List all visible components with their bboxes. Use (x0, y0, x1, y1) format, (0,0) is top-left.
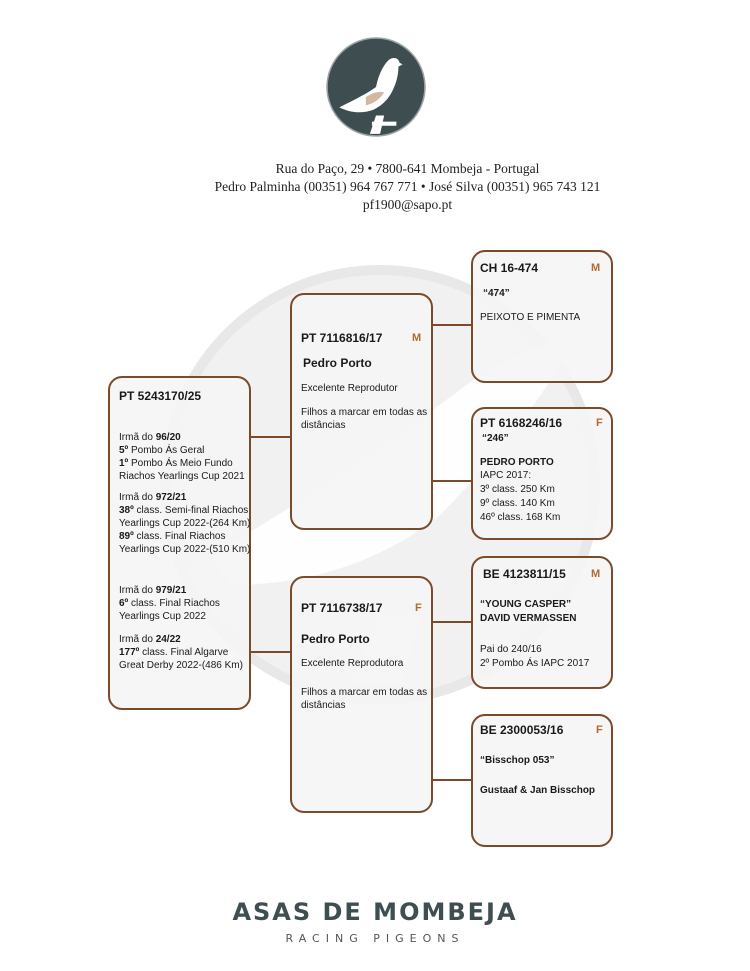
dam-dam-sex: F (596, 724, 603, 736)
sibling-result-text: Riachos Yearlings Cup 2021 (119, 471, 245, 482)
sibling-header: Irmã do 979/21 (119, 584, 186, 597)
sire-ring: PT 7116816/17 (301, 331, 383, 345)
sire-dam-result-3: 9º class. 140 Km (480, 498, 555, 509)
dam-sire-breeder: DAVID VERMASSEN (480, 613, 577, 624)
sibling-result-text: Yearlings Cup 2022-(264 Km) (119, 518, 251, 529)
dam-sire-card: BE 4123811/15 M “YOUNG CASPER” DAVID VER… (471, 556, 613, 689)
sibling-result-line: Yearlings Cup 2022 (119, 610, 206, 623)
sire-note-1: Filhos a marcar em todas as (301, 407, 428, 418)
sire-dam-name: “246” (482, 433, 509, 444)
sire-dam-result-1: IAPC 2017: (480, 470, 532, 481)
sire-dam-breeder: PEDRO PORTO (480, 457, 554, 468)
sire-note-2: distâncias (301, 420, 346, 431)
sibling-result-text: Yearlings Cup 2022 (119, 611, 206, 622)
sibling-prefix: Irmã do (119, 634, 156, 645)
sire-dam-result-4: 46º class. 168 Km (480, 512, 561, 523)
sire-dam-sex: F (596, 417, 603, 429)
dam-sire-name: “YOUNG CASPER” (480, 599, 572, 610)
sibling-result-text: class. Semi-final Riachos (133, 505, 249, 516)
sire-dam-card: PT 6168246/16 F “246” PEDRO PORTO IAPC 2… (471, 407, 613, 540)
sibling-result-text: Great Derby 2022-(486 Km) (119, 660, 243, 671)
sibling-result-line: Riachos Yearlings Cup 2021 (119, 470, 245, 483)
dam-name: Pedro Porto (301, 632, 370, 646)
sibling-result-line: Yearlings Cup 2022-(264 Km) (119, 517, 250, 530)
sibling-prefix: Irmã do (119, 492, 156, 503)
sibling-result-text: class. Final Riachos (128, 598, 220, 609)
dam-ring: PT 7116738/17 (301, 601, 383, 615)
dam-desc: Excelente Reprodutora (301, 658, 404, 669)
dam-dam-breeder: Gustaaf & Jan Bisschop (480, 785, 596, 796)
email-line: pf1900@sapo.pt (362, 197, 453, 212)
dam-note-1: Filhos a marcar em todas as (301, 687, 428, 698)
sibling-result-text: Pombo Ás Geral (128, 445, 205, 456)
dam-sire-result-2: 2º Pombo Ás IAPC 2017 (480, 658, 590, 669)
dam-card: PT 7116738/17 F Pedro Porto Excelente Re… (290, 576, 433, 813)
sibling-prefix: Irmã do (119, 585, 156, 596)
sire-sire-breeder: PEIXOTO E PIMENTA (480, 312, 581, 323)
sire-sire-ring: CH 16-474 (480, 261, 539, 275)
sibling-result-rank: 1º (119, 458, 129, 469)
sibling-result-line: 6º class. Final Riachos (119, 597, 220, 610)
sibling-result-line: 89º class. Final Riachos (119, 530, 225, 543)
sire-sex: M (412, 332, 422, 344)
subject-ring: PT 5243170/25 (119, 389, 202, 403)
sibling-result-line: 38º class. Semi-final Riachos (119, 504, 248, 517)
sire-sire-name: “474” (483, 288, 510, 299)
contacts-line: Pedro Palminha (00351) 964 767 771 • Jos… (214, 179, 601, 194)
sibling-ring: 972/21 (155, 492, 187, 503)
dam-note-2: distâncias (301, 700, 346, 711)
sibling-result-text: Yearlings Cup 2022-(510 Km) (119, 544, 251, 555)
sibling-result-text: class. Final Algarve (139, 647, 229, 658)
sire-sire-card: CH 16-474 M “474” PEIXOTO E PIMENTA (471, 250, 613, 383)
sibling-result-line: 177º class. Final Algarve (119, 646, 228, 659)
dam-sire-ring: BE 4123811/15 (483, 567, 566, 581)
sibling-result-rank: 177º (119, 647, 140, 658)
sibling-result-line: Great Derby 2022-(486 Km) (119, 659, 243, 672)
dam-sire-result-1: Pai do 240/16 (480, 644, 542, 655)
sire-card: PT 7116816/17 M Pedro Porto Excelente Re… (290, 293, 433, 530)
sibling-result-line: 1º Pombo Ás Meio Fundo (119, 457, 233, 470)
sibling-result-text: Pombo Ás Meio Fundo (128, 458, 233, 469)
sibling-ring: 24/22 (155, 634, 181, 645)
sire-dam-ring: PT 6168246/16 (480, 416, 563, 430)
sibling-result-line: Yearlings Cup 2022-(510 Km) (119, 543, 250, 556)
sibling-result-rank: 89º (119, 531, 134, 542)
sire-sire-sex: M (591, 262, 601, 274)
sire-dam-result-2: 3º class. 250 Km (480, 484, 555, 495)
sibling-ring: 96/20 (155, 432, 181, 443)
dam-sire-sex: M (591, 568, 601, 580)
brand-tagline: RACING PIGEONS (285, 932, 465, 945)
address-line: Rua do Paço, 29 • 7800-641 Mombeja - Por… (275, 161, 540, 176)
sibling-result-rank: 5º (119, 445, 129, 456)
sire-name: Pedro Porto (303, 356, 372, 370)
dam-dam-card: BE 2300053/16 F “Bisschop 053” Gustaaf &… (471, 714, 613, 847)
dam-sex: F (415, 602, 422, 614)
sire-desc: Excelente Reprodutor (301, 383, 398, 394)
sibling-ring: 979/21 (155, 585, 187, 596)
sibling-result-line: 5º Pombo Ás Geral (119, 444, 204, 457)
dam-dam-ring: BE 2300053/16 (480, 723, 564, 737)
sibling-result-text: class. Final Riachos (133, 531, 226, 542)
contact-header: Rua do Paço, 29 • 7800-641 Mombeja - Por… (0, 160, 750, 214)
sibling-prefix: Irmã do (119, 432, 156, 443)
sibling-header: Irmã do 972/21 (119, 491, 186, 504)
pigeon-logo-icon (326, 37, 426, 137)
sibling-header: Irmã do 96/20 (119, 431, 181, 444)
sibling-result-rank: 38º (119, 505, 134, 516)
brand-name: ASAS DE MOMBEJA (232, 898, 518, 926)
dam-dam-name: “Bisschop 053” (480, 755, 555, 766)
sibling-result-rank: 6º (119, 598, 129, 609)
sibling-header: Irmã do 24/22 (119, 633, 181, 646)
